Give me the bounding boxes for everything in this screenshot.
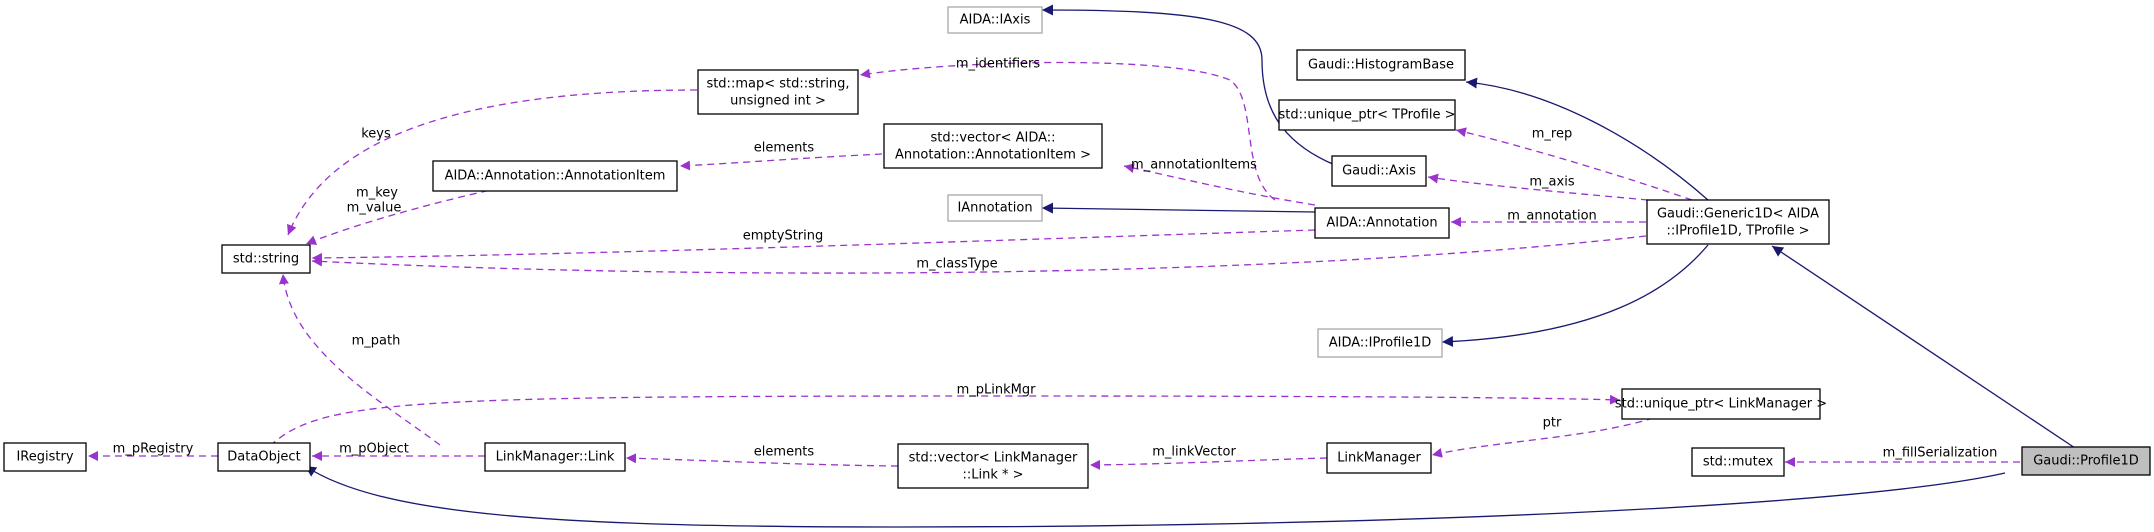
edge-label-m-pobject: m_pObject [339, 442, 409, 457]
nodes: AIDA::IAxis Gaudi::HistogramBase std::un… [3, 6, 2151, 489]
edge-label-m-class-type: m_classType [916, 257, 997, 272]
edges [88, 4, 2079, 528]
svg-text:DataObject: DataObject [227, 450, 300, 465]
svg-text:IAnnotation: IAnnotation [957, 201, 1032, 216]
svg-text:::Link * >: ::Link * > [962, 468, 1023, 483]
edge-linkmanager-to-vector-link [1089, 457, 1328, 470]
edge-map-to-string [287, 89, 698, 236]
edge-generic1d-to-axis [1427, 173, 1649, 201]
edge-label-m-plink-mgr: m_pLinkMgr [957, 383, 1037, 398]
edge-label-m-identifiers: m_identifiers [956, 57, 1041, 72]
node-std-string[interactable]: std::string [221, 244, 311, 274]
svg-text:unsigned int >: unsigned int > [730, 94, 826, 109]
svg-text:::IProfile1D, TProfile >: ::IProfile1D, TProfile > [1667, 224, 1810, 239]
edge-profile1d-to-generic1d [1771, 245, 2079, 451]
svg-text:std::vector< AIDA::: std::vector< AIDA:: [930, 131, 1055, 146]
edge-labels: m_identifiers keys elements m_key m_valu… [113, 57, 1998, 461]
edge-axis-to-iaxis [1041, 4, 1336, 166]
svg-text:Gaudi::HistogramBase: Gaudi::HistogramBase [1308, 58, 1454, 73]
edge-annotation-to-map [859, 61, 1276, 201]
edge-label-m-path: m_path [352, 334, 401, 349]
edge-generic1d-to-iprofile1d [1441, 244, 1709, 348]
edge-label-m-rep: m_rep [1532, 127, 1572, 142]
node-std-mutex[interactable]: std::mutex [1691, 447, 1785, 477]
edge-annotationitem-to-string [305, 187, 501, 245]
node-histogram-base[interactable]: Gaudi::HistogramBase [1296, 49, 1466, 81]
svg-text:std::map< std::string,: std::map< std::string, [706, 77, 849, 92]
node-unique-ptr-linkmanager[interactable]: std::unique_ptr< LinkManager > [1615, 388, 1827, 420]
edge-label-m-link-vector: m_linkVector [1152, 445, 1236, 460]
edge-label-m-axis: m_axis [1529, 175, 1574, 190]
svg-text:Annotation::AnnotationItem >: Annotation::AnnotationItem > [895, 148, 1091, 163]
edge-label-ptr: ptr [1543, 416, 1562, 431]
node-annotation-item[interactable]: AIDA::Annotation::AnnotationItem [432, 160, 678, 192]
svg-text:LinkManager: LinkManager [1337, 451, 1421, 466]
edge-link-to-string [278, 273, 441, 446]
svg-text:std::mutex: std::mutex [1703, 455, 1774, 470]
node-data-object[interactable]: DataObject [217, 442, 311, 472]
svg-text:std::string: std::string [233, 252, 299, 267]
svg-text:std::unique_ptr< LinkManager >: std::unique_ptr< LinkManager > [1615, 397, 1827, 412]
edge-label-m-pregistry: m_pRegistry [113, 442, 194, 457]
edge-dataobject-to-unique-ptr-linkmanager [269, 394, 1621, 447]
edge-annotation-to-vector [1123, 163, 1316, 206]
edge-profile1d-to-dataobject [304, 465, 2006, 528]
edge-generic1d-to-string [311, 235, 1647, 274]
edge-vector-to-annotationitem [679, 153, 883, 171]
edge-generic1d-to-unique-ptr-tprofile [1455, 127, 1693, 201]
edge-label-elements-link: elements [754, 445, 815, 460]
svg-text:Gaudi::Generic1D< AIDA: Gaudi::Generic1D< AIDA [1657, 207, 1819, 222]
node-iregistry[interactable]: IRegistry [3, 442, 87, 472]
edge-annotation-to-string [311, 229, 1316, 263]
edge-label-m-key: m_key [356, 186, 398, 201]
svg-text:AIDA::Annotation::AnnotationIt: AIDA::Annotation::AnnotationItem [445, 169, 666, 184]
edge-annotation-to-iannotation [1041, 202, 1316, 214]
svg-text:IRegistry: IRegistry [16, 450, 73, 465]
svg-text:std::vector< LinkManager: std::vector< LinkManager [909, 451, 1078, 466]
node-iannotation[interactable]: IAnnotation [947, 194, 1043, 222]
edge-unique-ptr-to-linkmanager [1431, 413, 1666, 458]
node-generic1d[interactable]: Gaudi::Generic1D< AIDA ::IProfile1D, TPr… [1646, 199, 1830, 245]
edge-label-m-value: m_value [347, 201, 402, 216]
svg-text:std::unique_ptr< TProfile >: std::unique_ptr< TProfile > [1278, 108, 1455, 123]
svg-text:Gaudi::Profile1D: Gaudi::Profile1D [2033, 454, 2139, 469]
node-vector-annotation-item[interactable]: std::vector< AIDA:: Annotation::Annotati… [883, 123, 1103, 169]
svg-text:AIDA::IAxis: AIDA::IAxis [960, 13, 1031, 28]
node-aida-iprofile1d[interactable]: AIDA::IProfile1D [1317, 328, 1443, 358]
svg-text:AIDA::Annotation: AIDA::Annotation [1326, 216, 1437, 231]
node-unique-ptr-tprofile[interactable]: std::unique_ptr< TProfile > [1278, 99, 1456, 131]
svg-text:AIDA::IProfile1D: AIDA::IProfile1D [1329, 336, 1431, 351]
edge-label-empty-string: emptyString [743, 229, 824, 244]
edge-label-m-annotation: m_annotation [1507, 209, 1597, 224]
node-link-manager[interactable]: LinkManager [1326, 442, 1432, 474]
svg-text:LinkManager::Link: LinkManager::Link [496, 450, 615, 465]
edge-label-m-fill-serialization: m_fillSerialization [1883, 446, 1998, 461]
edge-label-keys: keys [361, 127, 391, 142]
node-gaudi-axis[interactable]: Gaudi::Axis [1331, 155, 1427, 187]
node-std-map[interactable]: std::map< std::string, unsigned int > [697, 69, 859, 115]
edge-label-elements-annotation: elements [754, 141, 815, 156]
node-vector-link[interactable]: std::vector< LinkManager ::Link * > [897, 443, 1089, 489]
node-link-manager-link[interactable]: LinkManager::Link [484, 442, 626, 472]
node-aida-annotation[interactable]: AIDA::Annotation [1314, 207, 1450, 239]
edge-generic1d-to-histogrambase [1465, 77, 1709, 201]
node-profile1d[interactable]: Gaudi::Profile1D [2021, 446, 2151, 476]
edge-label-m-annotation-items: m_annotationItems [1131, 158, 1257, 173]
svg-text:Gaudi::Axis: Gaudi::Axis [1342, 164, 1416, 179]
node-aida-iaxis[interactable]: AIDA::IAxis [947, 6, 1043, 34]
edge-vector-link-to-link [625, 453, 899, 467]
